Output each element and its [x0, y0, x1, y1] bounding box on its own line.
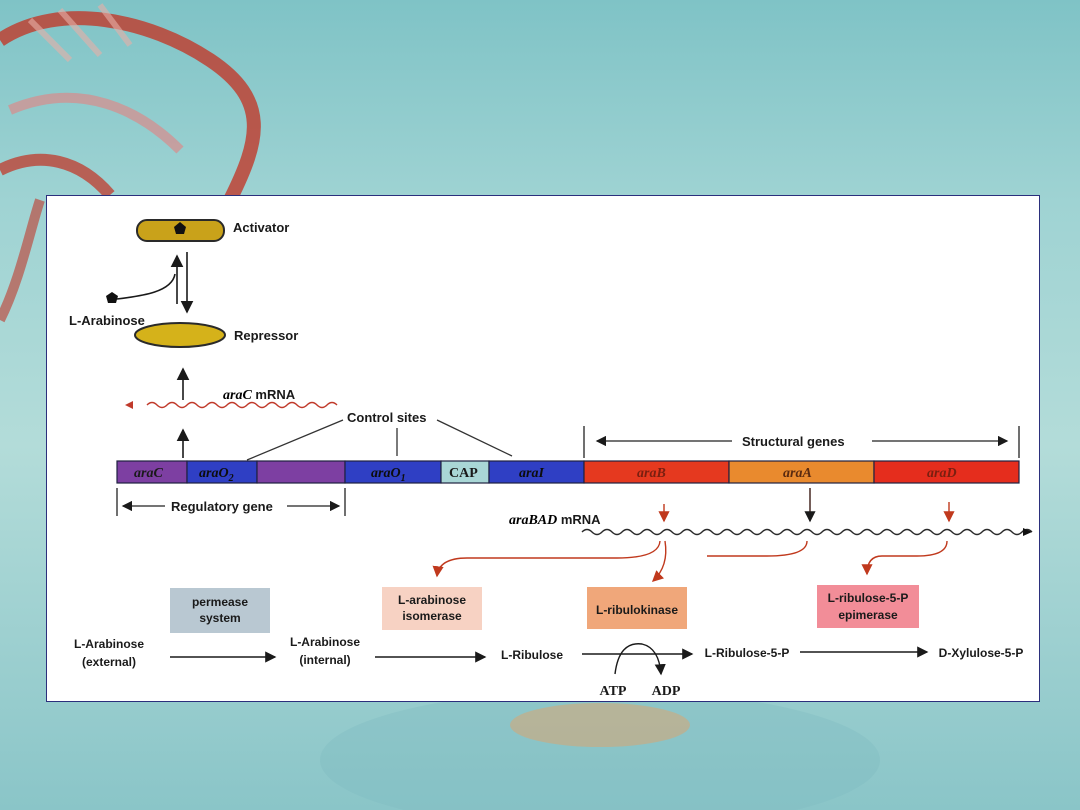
repressor-label: Repressor [234, 328, 298, 343]
arabinose-label: L-Arabinose [69, 313, 145, 328]
ara-operon-diagram: Activator L-Arabinose Repressor araC mRN… [46, 195, 1040, 702]
arai-gene-text: araI [519, 466, 544, 481]
epimerase-box [817, 585, 919, 628]
adp-label: ADP [652, 684, 681, 699]
regulatory-gene-label: Regulatory gene [171, 499, 273, 514]
segment-arad [873, 460, 1020, 484]
arabinose-external-line2: (external) [82, 655, 136, 669]
control-sites-label: Control sites [347, 410, 426, 425]
arabinose-internal-line1: L-Arabinose [290, 635, 360, 649]
gene-bar [116, 460, 1020, 484]
kinase-box [587, 587, 687, 629]
arac-mrna-label: araC mRNA [223, 387, 296, 403]
arac-gene-text: araC [134, 466, 163, 481]
arabinose-bound-icon [174, 222, 186, 234]
isomerase-line2: isomerase [402, 609, 462, 623]
kinase-line1: L-ribulokinase [596, 603, 678, 617]
arad-gene-text: araD [927, 466, 957, 481]
arabinose-internal-line2: (internal) [299, 653, 350, 667]
arabinose-molecule-icon [106, 292, 118, 303]
epimerase-line2: epimerase [838, 608, 898, 622]
segment-spacer [256, 460, 346, 484]
structural-genes-label: Structural genes [742, 434, 845, 449]
permease-line1: permease [192, 595, 248, 609]
ribulose5p-label: L-Ribulose-5-P [705, 646, 790, 660]
activator-label: Activator [233, 220, 289, 235]
permease-line2: system [199, 611, 240, 625]
arabad-mrna-label: araBAD mRNA [509, 512, 601, 528]
arab-gene-text: araB [637, 466, 666, 481]
ribulose-label: L-Ribulose [501, 648, 563, 662]
arao2-gene-text: araO2 [199, 466, 234, 484]
arabinose-external-line1: L-Arabinose [74, 637, 144, 651]
arao1-gene-text: araO1 [371, 466, 406, 484]
repressor-shape [134, 322, 226, 348]
xylulose5p-label: D-Xylulose-5-P [939, 646, 1024, 660]
arac-mrna-wave [146, 401, 338, 409]
atp-adp-curve [614, 643, 666, 676]
atp-label: ATP [600, 684, 627, 699]
isomerase-line1: L-arabinose [398, 593, 466, 607]
permease-box [170, 588, 270, 633]
araa-gene-text: araA [783, 466, 812, 481]
isomerase-box [382, 587, 482, 630]
cap-text: CAP [449, 466, 478, 481]
epimerase-line1: L-ribulose-5-P [828, 591, 909, 605]
arabad-mrna-wave [581, 528, 1033, 536]
